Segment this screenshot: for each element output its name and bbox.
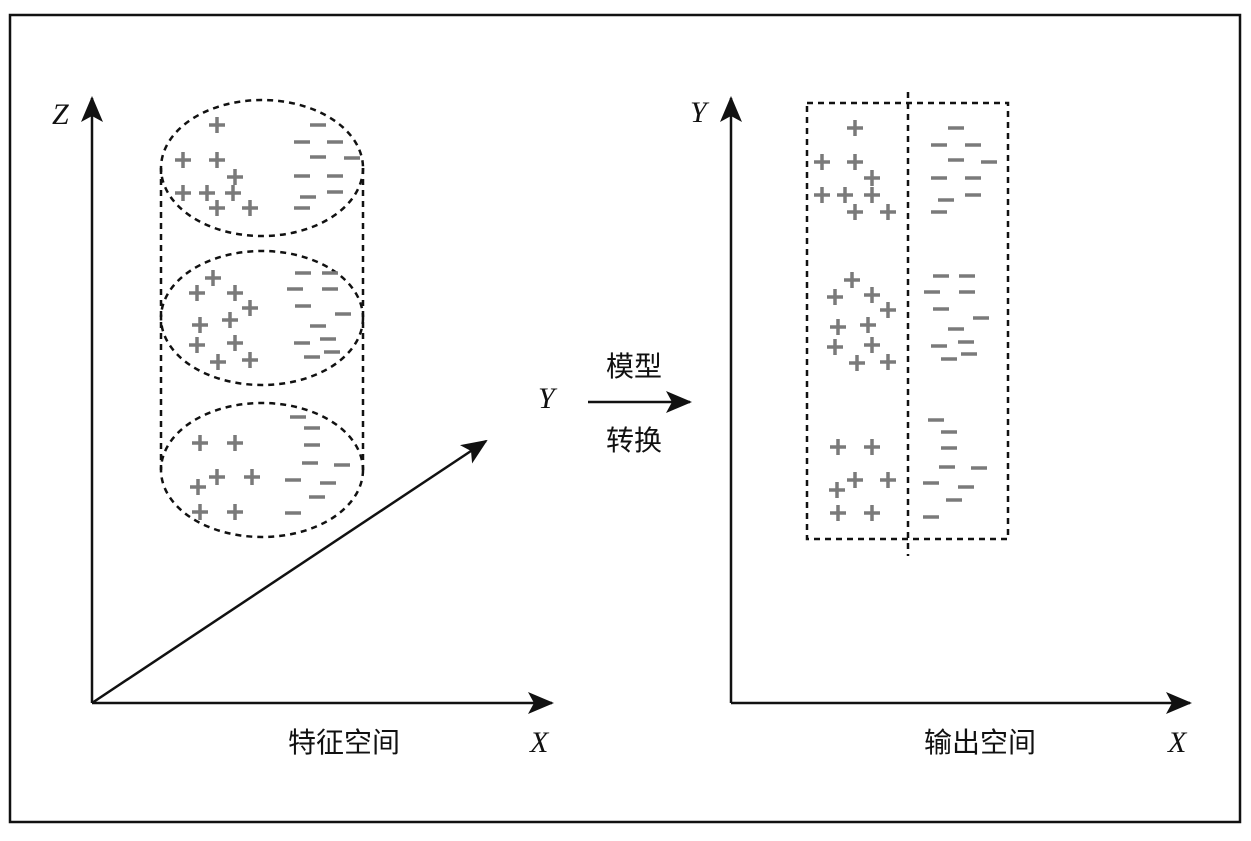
output-space-points	[814, 120, 997, 521]
feature-space-points	[175, 117, 360, 520]
plus-mark	[242, 300, 258, 316]
feature-space-caption: 特征空间	[288, 726, 400, 759]
plus-mark	[189, 337, 205, 353]
bottom-slice-ellipse	[159, 401, 365, 539]
plus-mark	[199, 185, 215, 201]
plus-mark	[830, 505, 846, 521]
plus-mark	[880, 204, 896, 220]
transform-bottom-text: 转换	[606, 424, 662, 457]
plus-mark	[880, 302, 896, 318]
plus-mark	[847, 120, 863, 136]
plus-mark	[190, 479, 206, 495]
figure-border	[8, 13, 1242, 824]
plus-mark	[227, 335, 243, 351]
plus-mark	[209, 469, 225, 485]
plus-mark	[244, 469, 260, 485]
plus-mark	[227, 435, 243, 451]
plus-mark	[864, 170, 880, 186]
plus-mark	[844, 272, 860, 288]
plus-mark	[205, 270, 221, 286]
output-x-axis-label: X	[1167, 726, 1188, 759]
plus-mark	[192, 504, 208, 520]
plus-mark	[860, 317, 876, 333]
transform-input-label: Y	[538, 382, 558, 415]
top-slice-ellipse	[159, 98, 365, 238]
plus-mark	[880, 354, 896, 370]
plus-mark	[864, 337, 880, 353]
plus-mark	[864, 287, 880, 303]
plus-mark	[209, 200, 225, 216]
plus-mark	[864, 187, 880, 203]
right-axes	[720, 96, 1192, 714]
plus-mark	[192, 317, 208, 333]
transform-top-text: 模型	[606, 350, 662, 383]
plus-mark	[847, 204, 863, 220]
plus-mark	[192, 435, 208, 451]
plus-mark	[837, 187, 853, 203]
plus-mark	[227, 504, 243, 520]
left-x-axis-label: X	[529, 726, 550, 759]
plus-mark	[849, 355, 865, 371]
plus-mark	[880, 472, 896, 488]
plus-mark	[209, 152, 225, 168]
plus-mark	[829, 482, 845, 498]
plus-mark	[827, 339, 843, 355]
middle-slice-ellipse	[159, 249, 365, 387]
y-axis-diagonal	[91, 439, 488, 705]
plus-mark	[242, 352, 258, 368]
plus-mark	[847, 472, 863, 488]
plus-mark	[222, 312, 238, 328]
plus-mark	[864, 505, 880, 521]
plus-mark	[827, 289, 843, 305]
plus-mark	[189, 285, 205, 301]
z-axis-label: Z	[52, 98, 69, 131]
output-space-caption: 输出空间	[924, 726, 1036, 759]
output-y-axis-label: Y	[690, 96, 710, 129]
plus-mark	[847, 154, 863, 170]
plus-mark	[225, 185, 241, 201]
plus-mark	[830, 439, 846, 455]
plus-mark	[814, 154, 830, 170]
plus-mark	[210, 354, 226, 370]
plus-mark	[227, 169, 243, 185]
plus-mark	[175, 152, 191, 168]
plus-mark	[864, 439, 880, 455]
plus-mark	[242, 200, 258, 216]
left-axes	[81, 96, 554, 714]
cylinder	[159, 98, 365, 539]
plus-mark	[175, 185, 191, 201]
plus-mark	[227, 285, 243, 301]
plus-mark	[830, 319, 846, 335]
output-region	[805, 92, 1010, 556]
plus-mark	[209, 117, 225, 133]
plus-mark	[814, 187, 830, 203]
